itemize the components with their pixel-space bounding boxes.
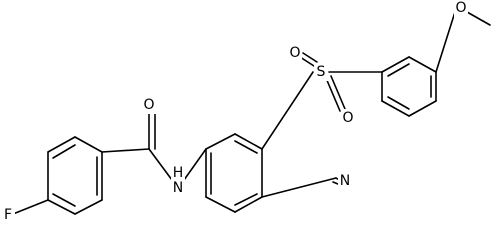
ring3-bond bbox=[381, 100, 410, 117]
s-o-double-bond bbox=[330, 75, 346, 110]
atom-carbonyl-oxygen: O bbox=[142, 96, 156, 114]
atom-amide-nitrogen: H N bbox=[171, 165, 185, 197]
ring2-bond bbox=[205, 133, 236, 150]
ring2-inner-bond bbox=[234, 140, 258, 154]
ring3-bond bbox=[408, 56, 437, 73]
atom-sulfonyl-oxygen-top: O bbox=[288, 44, 302, 62]
s-o-double-bond bbox=[299, 56, 315, 67]
atom-label-o-carbonyl: O bbox=[143, 97, 154, 113]
atom-label-s: S bbox=[317, 64, 326, 80]
atom-label-n-amide: N bbox=[173, 180, 183, 196]
s-o-double-bond bbox=[325, 77, 341, 112]
atom-label-o-methoxy: O bbox=[455, 0, 466, 16]
atom-label-n-nitrile: N bbox=[340, 173, 350, 189]
ring1-inner-bond bbox=[52, 193, 76, 207]
ring1-carbonyl-bond bbox=[101, 148, 150, 153]
n-ring2-bond bbox=[183, 148, 207, 181]
atom-label-o-sulfonyl-bottom: O bbox=[342, 110, 353, 126]
ring1-bond bbox=[74, 199, 103, 215]
ring3-bond bbox=[408, 100, 437, 117]
ring2-bond bbox=[234, 133, 263, 150]
ring1-bond bbox=[47, 136, 76, 153]
atom-sulfonyl-oxygen-bottom: O bbox=[341, 109, 355, 127]
nitrile-bond bbox=[332, 181, 339, 185]
atom-label-layer: F O H N S O O N O bbox=[1, 0, 468, 224]
ring2-inner-bond bbox=[234, 193, 258, 206]
ring3-inner-bond bbox=[387, 96, 410, 110]
atom-label-f: F bbox=[4, 207, 12, 223]
c-f-bond bbox=[12, 199, 49, 215]
atom-label-o-sulfonyl-top: O bbox=[289, 45, 300, 61]
ring2-bond bbox=[234, 196, 263, 213]
ring3-inner-bond bbox=[387, 63, 410, 77]
ring2-s-bond bbox=[261, 71, 314, 150]
c-o-methoxy-bond bbox=[435, 11, 456, 73]
atom-sulfur: S bbox=[314, 63, 328, 81]
c-n-bond bbox=[148, 148, 173, 181]
c-cn-bond bbox=[261, 177, 337, 198]
atom-label-h-amide: H bbox=[173, 165, 184, 181]
ring1-bond bbox=[74, 136, 103, 153]
ring3-bond bbox=[381, 56, 410, 73]
ring1-bond bbox=[47, 199, 76, 215]
o-methyl-bond bbox=[466, 11, 491, 26]
ring2-bond bbox=[205, 196, 236, 213]
s-o-double-bond bbox=[302, 52, 318, 63]
ring1-inner-bond bbox=[52, 144, 76, 159]
atom-methoxy-oxygen: O bbox=[454, 0, 468, 18]
bond-layer bbox=[12, 11, 491, 215]
atom-fluorine: F bbox=[1, 206, 15, 224]
atom-nitrile-nitrogen: N bbox=[338, 172, 352, 190]
